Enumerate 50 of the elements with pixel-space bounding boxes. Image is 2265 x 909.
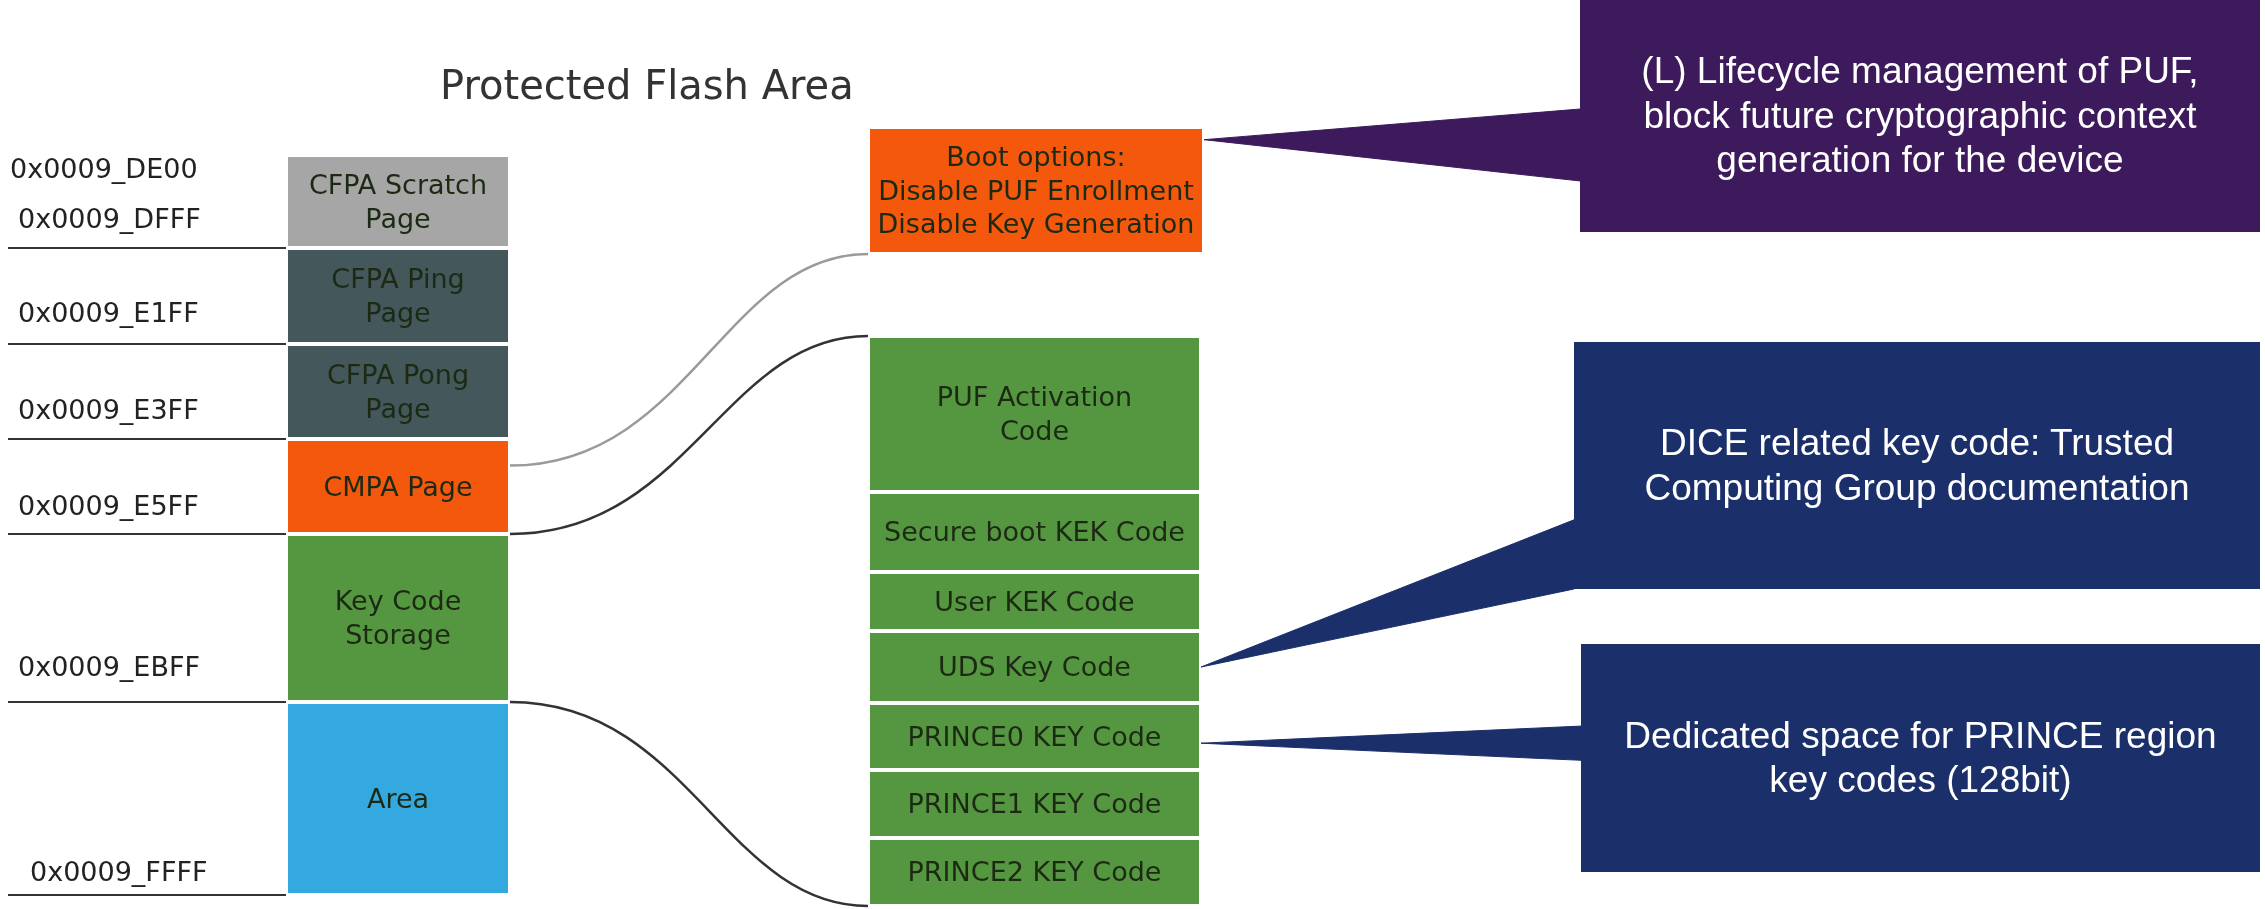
region-label: PUF Activation Code <box>935 380 1134 448</box>
region-label: UDS Key Code <box>938 650 1131 684</box>
region-label: PRINCE0 KEY Code <box>907 719 1162 754</box>
region-label: Secure boot KEK Code <box>884 515 1185 549</box>
address-label: 0x0009_DFFF <box>18 203 201 234</box>
region-label: CFPA Scratch Page <box>307 167 489 236</box>
address-label: 0x0009_E5FF <box>18 490 199 521</box>
address-label: 0x0009_EBFF <box>18 651 200 682</box>
zoom-connector-line <box>509 334 869 536</box>
callout-text: Dedicated space for PRINCE region key codes (128bit) <box>1623 713 2218 802</box>
callout-box <box>1574 342 2260 589</box>
address-label: 0x0009_DE00 <box>10 153 198 184</box>
memory-region <box>868 703 1201 770</box>
callout-box <box>1580 0 2260 232</box>
memory-region <box>868 127 1204 254</box>
callout-text: (L) Lifecycle management of PUF, block future cryptographic context generation for the device <box>1640 49 2200 183</box>
callout-pointer <box>1200 725 1582 761</box>
region-label: Key Code Storage <box>333 584 463 652</box>
memory-region <box>286 534 510 702</box>
memory-region <box>868 838 1201 906</box>
callout-box <box>1581 644 2260 872</box>
zoom-connector-line <box>509 700 869 908</box>
region-label: Area <box>366 781 430 816</box>
region-label: User KEK Code <box>934 584 1135 619</box>
callout-pointer <box>1200 519 1575 668</box>
region-label: CMPA Page <box>323 469 473 504</box>
region-label: PRINCE2 KEY Code <box>907 855 1162 889</box>
region-label: PRINCE1 KEY Code <box>907 787 1162 821</box>
memory-region <box>868 572 1201 631</box>
memory-region <box>286 702 510 895</box>
address-label: 0x0009_FFFF <box>30 856 208 887</box>
memory-region <box>868 770 1201 838</box>
callout-pointer <box>1203 108 1581 182</box>
region-label: Disable PUF Enrollment <box>878 173 1194 208</box>
callout-text: DICE related key code: Trusted Computing Group documentation <box>1643 421 2191 510</box>
region-label: CFPA Pong Page <box>325 357 471 426</box>
memory-region <box>286 344 510 439</box>
address-label: 0x0009_E3FF <box>18 394 199 425</box>
memory-region <box>286 248 510 344</box>
memory-region <box>868 631 1201 703</box>
region-label: Boot options: <box>946 139 1126 174</box>
memory-region <box>868 492 1201 572</box>
zoom-connector-line <box>509 252 869 467</box>
address-label: 0x0009_E1FF <box>18 297 199 328</box>
memory-region <box>286 439 510 534</box>
memory-region <box>286 155 510 248</box>
region-label: Disable Key Generation <box>877 207 1195 242</box>
memory-region <box>868 336 1201 492</box>
diagram-title: Protected Flash Area <box>440 62 854 108</box>
region-label: CFPA Ping Page <box>330 262 466 330</box>
